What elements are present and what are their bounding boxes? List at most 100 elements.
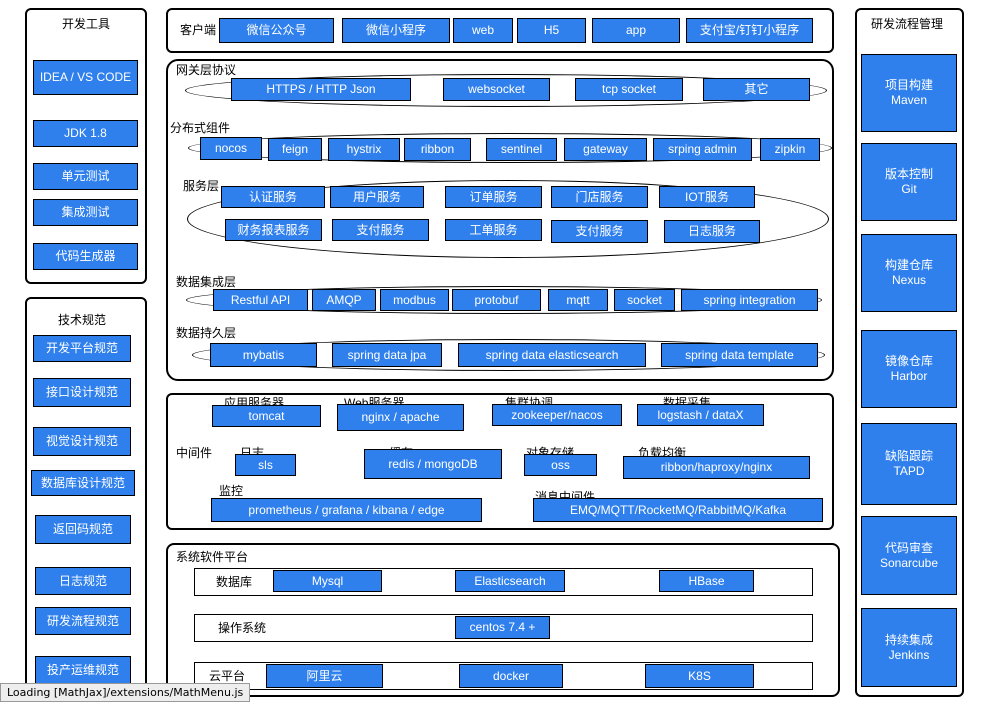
dev-tool-ide: IDEA / VS CODE: [33, 60, 138, 95]
mw-tomcat: tomcat: [212, 405, 321, 427]
process-version-control: 版本控制 Git: [861, 143, 957, 221]
int-socket: socket: [614, 289, 675, 311]
platform-cloud-label: 云平台: [209, 669, 246, 683]
svc-order: 订单服务: [445, 186, 542, 208]
gateway-tcp-socket: tcp socket: [575, 78, 683, 101]
process-build-repo: 构建仓库 Nexus: [861, 234, 957, 312]
process-build: 项目构建 Maven: [861, 54, 957, 132]
mw-prometheus: prometheus / grafana / kibana / edge: [211, 498, 482, 522]
process-code-review: 代码审查 Sonarcube: [861, 516, 957, 595]
process-defect-tracking-tool: TAPD: [893, 464, 925, 478]
mw-mq: EMQ/MQTT/RocketMQ/RabbitMQ/Kafka: [533, 498, 823, 522]
middleware-label: 中间件: [176, 446, 213, 460]
process-code-review-name: 代码审查: [884, 540, 933, 555]
platform-os-label: 操作系统: [218, 621, 267, 635]
process-version-control-name: 版本控制: [884, 167, 933, 181]
dev-tool-unit-test: 单元测试: [33, 163, 138, 190]
process-ci: 持续集成 Jenkins: [861, 608, 957, 687]
platform-title: 系统软件平台: [176, 550, 249, 564]
int-modbus: modbus: [380, 289, 449, 311]
distributed-layer-label: 分布式组件: [170, 121, 231, 135]
integration-layer-ellipse: [186, 286, 822, 314]
service-layer-label: 服务层: [183, 179, 220, 193]
client-label: 客户端: [180, 23, 217, 37]
svc-payment: 支付服务: [332, 219, 429, 241]
process-defect-tracking-name: 缺陷跟踪: [884, 449, 933, 463]
spec-return-code: 返回码规范: [35, 515, 131, 544]
process-build-repo-name: 构建仓库: [884, 258, 933, 272]
client-h5: H5: [517, 18, 586, 43]
client-web: web: [453, 18, 513, 43]
svc-store: 门店服务: [551, 186, 648, 208]
platform-db-label: 数据库: [216, 575, 253, 589]
persistence-layer-label: 数据持久层: [176, 326, 237, 340]
persist-template: spring data template: [661, 343, 818, 367]
spec-api-design: 接口设计规范: [33, 378, 131, 407]
cloud-docker: docker: [459, 664, 563, 688]
service-layer-ellipse: [187, 180, 829, 258]
mw-nginx-apache: nginx / apache: [337, 404, 464, 431]
dev-tool-integration-test: 集成测试: [33, 199, 138, 226]
tech-spec-title: 技术规范: [58, 313, 107, 327]
client-app: app: [592, 18, 680, 43]
process-build-name: 项目构建: [884, 78, 933, 92]
client-wechat-mp: 微信公众号: [219, 18, 334, 43]
cloud-k8s: K8S: [645, 664, 754, 688]
dev-tool-codegen: 代码生成器: [33, 243, 138, 270]
int-spring-integration: spring integration: [681, 289, 818, 311]
dev-tools-title: 开发工具: [62, 17, 111, 31]
int-mqtt: mqtt: [548, 289, 608, 311]
spec-ops: 投产运维规范: [35, 656, 131, 684]
mw-ribbon-haproxy-nginx: ribbon/haproxy/nginx: [623, 456, 810, 479]
gateway-layer-ellipse: [185, 74, 827, 107]
dist-ribbon: ribbon: [404, 138, 471, 161]
gateway-other: 其它: [703, 78, 810, 101]
persist-jpa: spring data jpa: [332, 343, 442, 367]
process-defect-tracking: 缺陷跟踪 TAPD: [861, 423, 957, 505]
db-elasticsearch: Elasticsearch: [455, 570, 565, 592]
dist-hystrix: hystrix: [328, 138, 400, 161]
int-amqp: AMQP: [312, 289, 376, 311]
int-protobuf: protobuf: [452, 289, 541, 311]
dist-feign: feign: [268, 138, 322, 161]
persistence-layer-ellipse: [192, 339, 825, 371]
gateway-https: HTTPS / HTTP Json: [231, 78, 411, 101]
dev-tool-jdk: JDK 1.8: [33, 120, 138, 147]
svc-finance-report: 财务报表服务: [225, 219, 322, 241]
spec-log: 日志规范: [35, 567, 131, 595]
loading-status-bar: Loading [MathJax]/extensions/MathMenu.js: [0, 683, 251, 702]
mw-sls: sls: [235, 454, 296, 476]
persist-mybatis: mybatis: [210, 343, 317, 367]
spec-dev-process: 研发流程规范: [35, 607, 131, 635]
int-restful: Restful API: [213, 289, 308, 311]
svc-iot: IOT服务: [659, 186, 755, 208]
mw-redis-mongodb: redis / mongoDB: [364, 449, 502, 479]
client-alipay-dingtalk: 支付宝/钉钉小程序: [686, 18, 813, 43]
process-build-tool: Maven: [890, 93, 928, 107]
mw-zookeeper-nacos: zookeeper/nacos: [492, 404, 622, 426]
svc-payment-2: 支付服务: [551, 220, 648, 243]
process-ci-tool: Jenkins: [888, 647, 930, 662]
process-title: 研发流程管理: [871, 17, 944, 31]
process-version-control-tool: Git: [901, 182, 917, 196]
mw-logstash-datax: logstash / dataX: [637, 404, 764, 426]
dist-zipkin: zipkin: [760, 138, 820, 161]
process-image-repo: 镜像仓库 Harbor: [861, 330, 957, 408]
gateway-layer-label: 网关层协议: [176, 63, 237, 77]
process-code-review-tool: Sonarcube: [879, 555, 939, 570]
process-image-repo-name: 镜像仓库: [884, 354, 933, 368]
dist-sentinel: sentinel: [486, 138, 557, 161]
db-mysql: Mysql: [273, 570, 382, 592]
dist-gateway: gateway: [564, 138, 647, 161]
svc-ticket: 工单服务: [445, 219, 542, 241]
persist-elasticsearch: spring data elasticsearch: [458, 343, 646, 367]
spec-dev-platform: 开发平台规范: [33, 335, 131, 362]
svc-log: 日志服务: [664, 220, 760, 243]
integration-layer-label: 数据集成层: [176, 275, 237, 289]
distributed-layer-ellipse: [188, 133, 832, 163]
spec-visual-design: 视觉设计规范: [33, 427, 131, 456]
dist-spring-admin: srping admin: [653, 138, 752, 161]
process-ci-name: 持续集成: [884, 632, 933, 647]
process-image-repo-tool: Harbor: [890, 369, 928, 383]
gateway-websocket: websocket: [443, 78, 550, 101]
